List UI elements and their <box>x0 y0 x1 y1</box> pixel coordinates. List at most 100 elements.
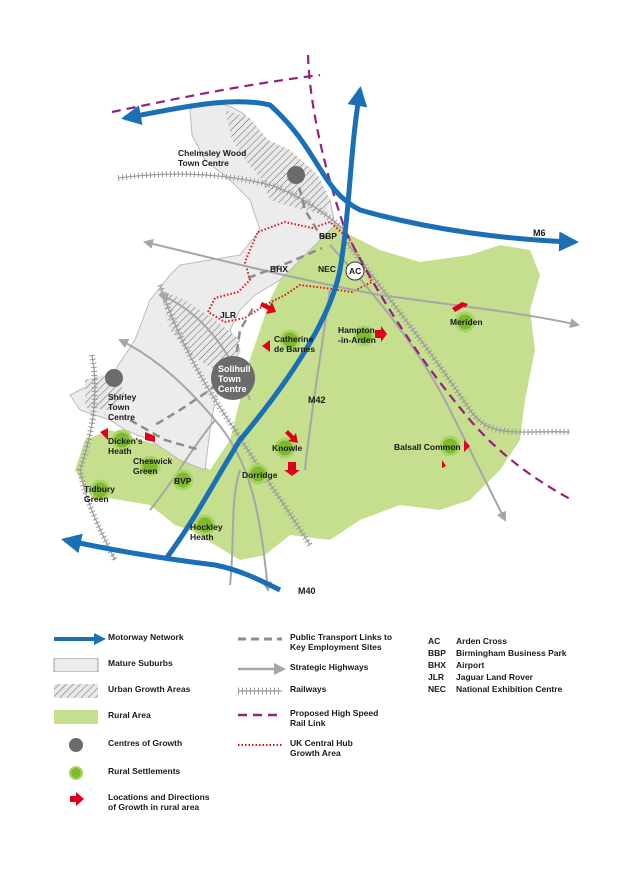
arden-cross-marker <box>345 261 365 281</box>
label-bvp: BVP <box>174 476 192 486</box>
abbr-code: NEC <box>428 684 446 694</box>
motorway-symbol <box>54 633 106 645</box>
settlement-balsall <box>439 435 461 457</box>
centre-chelmsley-wood <box>287 166 305 184</box>
growth-arrow-balsall <box>442 440 470 468</box>
abbr-meaning: National Exhibition Centre <box>456 684 563 694</box>
legend-label: Railways <box>290 684 327 694</box>
rural-settlements <box>89 311 476 536</box>
legend-label: Urban Growth Areas <box>108 684 191 694</box>
abbr-bbp: BBP Birmingham Business Park <box>428 648 567 658</box>
settlement-hockley <box>194 514 216 536</box>
label-balsall: Balsall Common <box>394 442 461 452</box>
growth-arrow-hampton <box>375 326 387 342</box>
label-hampton: Hampton-in-Arden <box>338 325 376 345</box>
settlement-catherine <box>279 329 301 351</box>
abbr-nec: NEC National Exhibition Centre <box>428 684 562 694</box>
abbr-jlr: JLR Jaguar Land Rover <box>428 672 533 682</box>
settlement-bvp <box>172 469 194 491</box>
legend-urban-growth: Urban Growth Areas <box>52 684 238 698</box>
legend: Motorway Network Mature Suburbs Urban Gr… <box>0 628 624 828</box>
settlement-dorridge <box>247 463 269 485</box>
label-meriden: Meriden <box>450 317 483 327</box>
growth-arrow-meriden <box>452 302 468 312</box>
legend-label: Public Transport Links to Key Employment… <box>290 632 393 652</box>
highway-symbol <box>238 663 286 675</box>
abbr-meaning: Jaguar Land Rover <box>456 672 533 682</box>
growth-arrow-dorridge <box>284 462 300 476</box>
legend-centres: Centres of Growth <box>52 738 238 752</box>
settlement-knowle <box>274 437 296 459</box>
legend-rural-settlements: Rural Settlements <box>52 766 238 780</box>
hatch-symbol <box>54 684 98 698</box>
abbr-code: BHX <box>428 660 446 670</box>
hs2-symbol <box>238 713 282 717</box>
legend-label: Mature Suburbs <box>108 658 173 668</box>
legend-railways: Railways <box>234 684 420 698</box>
motorway-m40 <box>61 533 282 593</box>
legend-motorway: Motorway Network <box>52 632 238 646</box>
growth-arrows <box>100 302 470 476</box>
abbr-meaning: Birmingham Business Park <box>456 648 567 658</box>
legend-growth-arrows: Locations and Directions of Growth in ru… <box>52 792 238 812</box>
label-bbp: BBP <box>319 231 337 241</box>
legend-label: Rural Settlements <box>108 766 181 776</box>
legend-label: Strategic Highways <box>290 662 369 672</box>
growth-arrow-catherine <box>262 340 270 352</box>
transport-symbol <box>238 637 282 641</box>
legend-public-transport: Public Transport Links to Key Employment… <box>234 632 420 652</box>
legend-label: Rural Area <box>108 710 151 720</box>
abbr-code: AC <box>428 636 441 646</box>
label-m40: M40 <box>298 586 316 596</box>
settlement-dickens <box>111 429 133 451</box>
legend-label: Motorway Network <box>108 632 184 642</box>
abbr-bhx: BHX Airport <box>428 660 484 670</box>
centre-solihull <box>211 356 255 400</box>
settlement-tidbury <box>89 479 111 501</box>
growth-arrow-jlr <box>260 302 276 314</box>
settlement-meriden <box>454 311 476 333</box>
label-bhx: BHX <box>270 264 288 274</box>
settlement-symbol <box>69 766 83 780</box>
abbr-ac: AC Arden Cross <box>428 636 507 646</box>
legend-label: Centres of Growth <box>108 738 183 748</box>
legend-strategic-highways: Strategic Highways <box>234 662 420 676</box>
label-dorridge: Dorridge <box>242 470 278 480</box>
growth-arrow-dickens <box>100 428 155 442</box>
abbr-code: BBP <box>428 648 446 658</box>
centre-shirley <box>105 369 123 387</box>
label-knowle: Knowle <box>272 443 302 453</box>
label-nec: NEC <box>318 264 336 274</box>
label-m42: M42 <box>308 395 326 405</box>
hub-symbol <box>238 744 282 746</box>
growth-arrow-symbol <box>70 792 84 806</box>
label-jlr: JLR <box>220 310 236 320</box>
growth-arrow-knowle <box>285 430 298 443</box>
abbr-code: JLR <box>428 672 445 682</box>
label-m6: M6 <box>533 228 546 238</box>
legend-uk-central: UK Central Hub Growth Area <box>234 738 420 758</box>
legend-rural-area: Rural Area <box>52 710 238 724</box>
motorway-m6 <box>121 99 579 252</box>
abbr-meaning: Airport <box>456 660 485 670</box>
railway-symbol <box>238 687 282 695</box>
abbr-meaning: Arden Cross <box>456 636 508 646</box>
label-ac: AC <box>349 266 361 276</box>
motorways <box>61 86 579 593</box>
settlement-hampton <box>353 325 375 347</box>
rural-symbol <box>54 710 98 724</box>
centre-symbol <box>69 738 83 752</box>
legend-hs2: Proposed High Speed Rail Link <box>234 708 420 728</box>
legend-label: Proposed High Speed Rail Link <box>290 708 379 728</box>
legend-label: Locations and Directions of Growth in ru… <box>108 792 210 812</box>
settlement-cheswick <box>139 455 161 477</box>
